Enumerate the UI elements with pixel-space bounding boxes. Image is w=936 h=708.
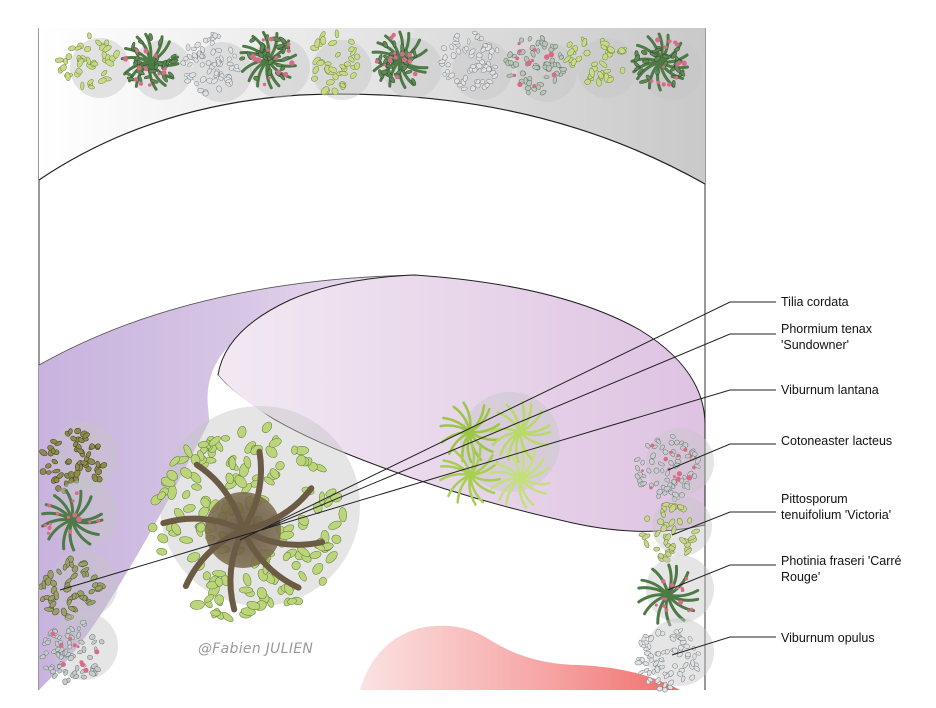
legend-label-cotoneaster: Cotoneaster lacteus <box>781 433 892 449</box>
legend-label-line: Photinia fraseri 'Carré <box>781 554 902 568</box>
legend-label-line: Cotoneaster lacteus <box>781 434 893 448</box>
leader-pittosporum <box>671 511 776 536</box>
author-credit: @Fabien JULIEN <box>198 641 314 657</box>
purple-path-band <box>39 275 415 690</box>
tilia-cordata-tree <box>148 406 360 622</box>
legend-label-tilia: Tilia cordata <box>781 294 849 310</box>
leader-lantana <box>59 389 776 591</box>
legend-label-line: Phormium tenax <box>781 322 873 336</box>
salmon-bed <box>360 625 680 690</box>
leader-cotoneaster <box>667 443 776 471</box>
legend-label-line: Viburnum opulus <box>781 631 875 645</box>
legend-label-line: 'Sundowner' <box>781 338 850 352</box>
legend-label-pittosporum: Pittosporum tenuifolium 'Victoria' <box>781 491 891 523</box>
leader-phormium <box>261 333 776 531</box>
phormium-tenax-clump <box>439 392 560 509</box>
left-shrub-column <box>38 422 118 686</box>
right-shrub-column <box>633 428 714 693</box>
legend-label-line: Pittosporum <box>781 492 848 506</box>
leader-tilia <box>239 301 776 541</box>
leader-opulus <box>671 636 776 656</box>
legend-label-phormium: Phormium tenax 'Sundowner' <box>781 321 872 353</box>
legend-label-line: tenuifolium 'Victoria' <box>781 508 892 522</box>
plant-layer <box>38 29 714 693</box>
legend-label-opulus: Viburnum opulus <box>781 630 875 646</box>
leader-lines <box>59 301 776 656</box>
legend-label-lantana: Viburnum lantana <box>781 382 879 398</box>
leader-photinia <box>667 564 776 591</box>
top-hedge <box>54 29 702 102</box>
legend-label-line: Rouge' <box>781 570 821 584</box>
legend-label-line: Tilia cordata <box>781 295 849 309</box>
purple-band-edge <box>38 274 416 366</box>
lilac-ellipse <box>217 274 706 532</box>
legend-label-line: Viburnum lantana <box>781 383 879 397</box>
